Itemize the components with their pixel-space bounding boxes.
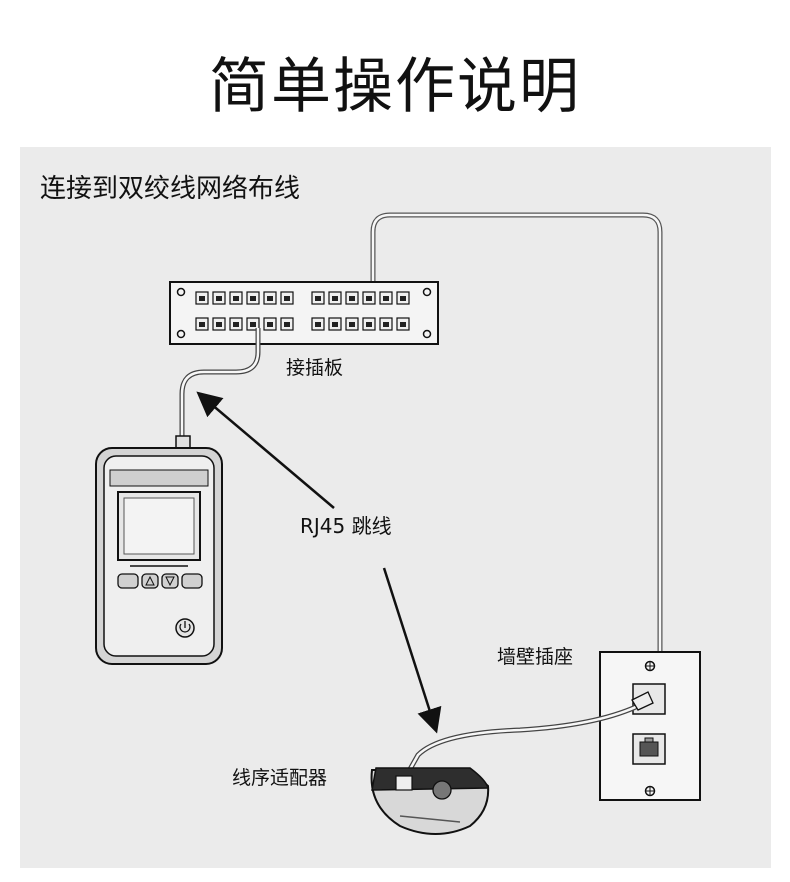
rj45-cable-label: RJ45 跳线 — [300, 514, 392, 538]
tester-buttons — [117, 573, 203, 589]
patch-panel — [169, 281, 439, 345]
patch-port-socket — [233, 296, 239, 301]
patch-port-socket — [284, 322, 290, 327]
patch-port-socket — [267, 296, 273, 301]
patch-port-socket — [315, 296, 321, 301]
patch-port-socket — [284, 296, 290, 301]
patch-port-socket — [267, 322, 273, 327]
wiremap-adapter-device — [370, 767, 490, 835]
patch-port-socket — [400, 296, 406, 301]
patch-port-socket — [366, 296, 372, 301]
patch-port-socket — [383, 322, 389, 327]
patch-port-socket — [233, 322, 239, 327]
patch-port-socket — [250, 322, 256, 327]
patch-port-socket — [383, 296, 389, 301]
cable-tester-device — [95, 435, 223, 665]
patch-panel-label: 接插板 — [286, 357, 344, 379]
arrow-to-adapter-cable — [382, 567, 442, 734]
patch-port-socket — [400, 322, 406, 327]
patch-port-socket — [349, 322, 355, 327]
wall-jack-plate — [599, 651, 701, 801]
patch-port-socket — [332, 296, 338, 301]
patch-port-socket — [315, 322, 321, 327]
patch-port-socket — [216, 296, 222, 301]
patch-port-socket — [199, 296, 205, 301]
wiremap-adapter-label: 线序适配器 — [232, 767, 328, 789]
patch-port-socket — [366, 322, 372, 327]
patch-port-socket — [216, 322, 222, 327]
wall-jack-label: 墙壁插座 — [497, 646, 574, 668]
patch-port-socket — [349, 296, 355, 301]
patch-port-socket — [332, 322, 338, 327]
patch-port-socket — [199, 322, 205, 327]
page-title: 简单操作说明 — [209, 52, 581, 122]
patch-port-socket — [250, 296, 256, 301]
patch-panel-ports — [195, 291, 410, 331]
section-heading: 连接到双绞线网络布线 — [40, 174, 301, 204]
arrow-to-tester-cable — [196, 391, 335, 509]
